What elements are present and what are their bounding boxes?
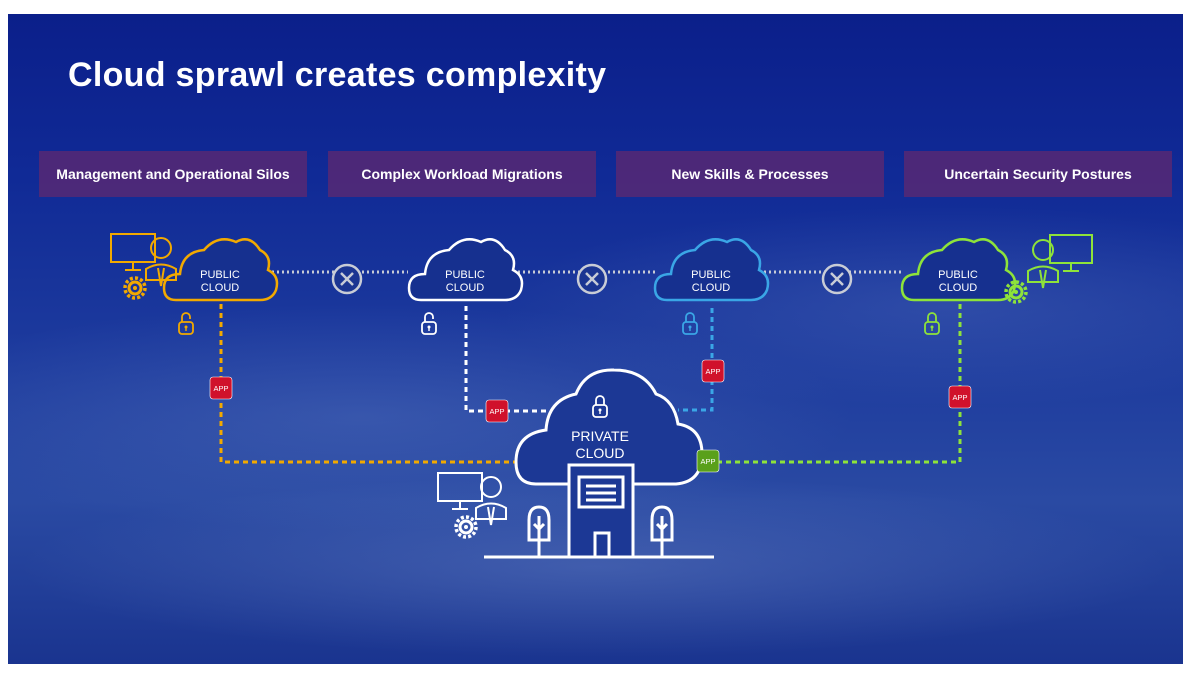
x-circle-icon xyxy=(331,263,363,295)
cloud-label-line1: PUBLIC xyxy=(200,269,240,281)
x-circle-icon xyxy=(821,263,853,295)
private-cloud-label-line1: PRIVATE xyxy=(571,428,629,444)
app-badge: APP xyxy=(948,385,972,409)
private-cloud: PRIVATE CLOUD xyxy=(514,368,704,486)
svg-text:APP: APP xyxy=(700,457,715,466)
public-cloud-white: PUBLIC CLOUD xyxy=(407,238,524,302)
user-at-screen-icon xyxy=(110,233,177,287)
svg-text:APP: APP xyxy=(213,384,228,393)
x-circle-icon xyxy=(576,263,608,295)
app-badge: APP xyxy=(696,449,720,473)
cloud-label-line2: CLOUD xyxy=(446,282,485,294)
connector-blue xyxy=(678,308,714,412)
app-badge: APP xyxy=(701,359,725,383)
gear-icon xyxy=(123,276,147,300)
slide-title: Cloud sprawl creates complexity xyxy=(68,56,607,94)
public-cloud-green: PUBLIC CLOUD xyxy=(900,238,1017,302)
user-at-screen-icon xyxy=(437,472,507,526)
svg-text:APP: APP xyxy=(489,407,504,416)
cloud-label-line1: PUBLIC xyxy=(445,269,485,281)
user-at-screen-icon xyxy=(1027,234,1093,289)
cloud-label-line1: PUBLIC xyxy=(938,269,978,281)
connector-green xyxy=(708,304,962,464)
app-badge: APP xyxy=(485,399,509,423)
cloud-label-line1: PUBLIC xyxy=(691,269,731,281)
building-icon xyxy=(567,463,635,559)
challenge-new-skills: New Skills & Processes xyxy=(616,151,884,197)
gear-icon xyxy=(454,515,478,539)
padlock-icon xyxy=(924,312,940,335)
app-badge: APP xyxy=(209,376,233,400)
gear-icon xyxy=(1004,280,1028,304)
cloud-label-line2: CLOUD xyxy=(692,282,731,294)
padlock-icon xyxy=(682,312,698,335)
connector-white xyxy=(464,306,553,413)
public-cloud-orange: PUBLIC CLOUD xyxy=(162,238,279,302)
tree-icon xyxy=(527,505,551,557)
padlock-open-icon xyxy=(421,312,437,335)
cloud-label-line2: CLOUD xyxy=(939,282,978,294)
challenge-security-postures: Uncertain Security Postures xyxy=(904,151,1172,197)
svg-text:APP: APP xyxy=(952,393,967,402)
padlock-open-icon xyxy=(178,312,194,335)
challenge-management-silos: Management and Operational Silos xyxy=(39,151,307,197)
svg-text:APP: APP xyxy=(705,367,720,376)
cloud-diagram: PUBLIC CLOUD PUBLIC CLOUD PUBLIC CLOUD P… xyxy=(110,233,1093,559)
connector-orange xyxy=(219,304,520,464)
cloud-label-line2: CLOUD xyxy=(201,282,240,294)
tree-icon xyxy=(650,505,674,557)
private-cloud-label-line2: CLOUD xyxy=(575,445,624,461)
challenge-workload-migrations: Complex Workload Migrations xyxy=(328,151,596,197)
slide: Cloud sprawl creates complexity Manageme… xyxy=(8,14,1183,664)
public-cloud-blue: PUBLIC CLOUD xyxy=(653,238,770,302)
